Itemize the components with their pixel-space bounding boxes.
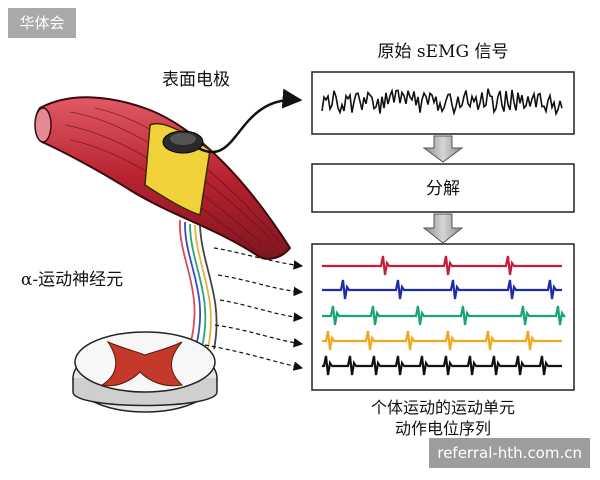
motor-unit-trains [322, 255, 567, 376]
decompose-label: 分解 [426, 179, 460, 199]
mu-train-1 [322, 255, 562, 276]
mu-train-3 [322, 305, 567, 326]
electrode-cable [197, 88, 303, 154]
down-arrow-2 [422, 213, 464, 244]
raw-semg-label: 原始 sEMG 信号 [378, 42, 509, 62]
electrode-label: 表面电极 [162, 70, 230, 90]
watermark-top-left: 华体会 [8, 8, 76, 38]
raw-semg-waveform [321, 87, 563, 117]
decompose-box [311, 163, 575, 213]
mu-label-line1: 个体运动的运动单元 [371, 398, 515, 417]
mu-train-5 [322, 355, 562, 376]
nerve-fibers [179, 219, 218, 350]
muscle-illustration [34, 88, 303, 260]
dashed-arrows [204, 247, 304, 371]
mu-train-2 [322, 279, 562, 300]
mu-label-line2: 动作电位序列 [395, 419, 491, 438]
spinal-cord-illustration [72, 331, 218, 413]
watermark-bottom-right: referral-hth.com.cn [429, 438, 590, 468]
down-arrow-1 [422, 135, 464, 163]
mu-train-4 [322, 330, 562, 351]
motor-neuron-label: α-运动神经元 [21, 270, 123, 290]
